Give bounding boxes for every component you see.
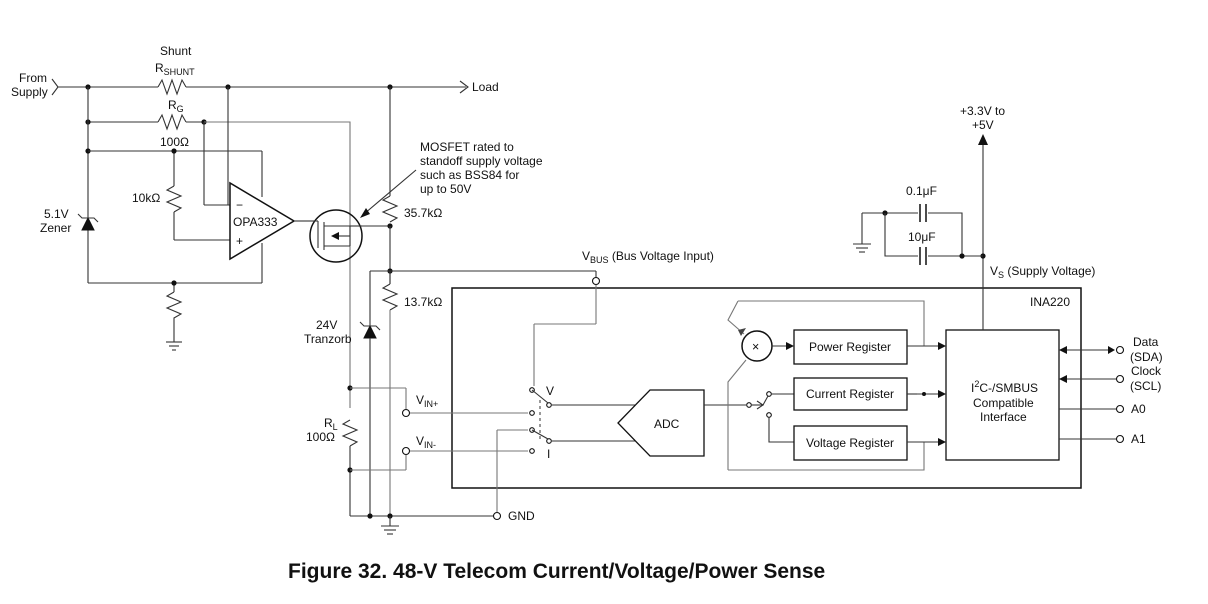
bottom-left-resistor bbox=[165, 291, 183, 342]
vbus-label: VBUS (Bus Voltage Input) bbox=[582, 249, 714, 265]
cap-large-label: 10μF bbox=[908, 230, 936, 244]
vs-label: VS (Supply Voltage) bbox=[990, 264, 1095, 280]
ina220-chip: INA220 V I ADC bbox=[410, 285, 1163, 512]
tranzorb-diode bbox=[363, 324, 377, 339]
tranzorb-label-2: Tranzorb bbox=[304, 332, 352, 346]
capacitor-10uf bbox=[919, 247, 927, 265]
chip-name: INA220 bbox=[1030, 295, 1070, 309]
supply-label-2: +5V bbox=[972, 118, 994, 132]
switch-i-label: I bbox=[547, 447, 550, 461]
from-supply-label-2: Supply bbox=[11, 85, 48, 99]
i2c-interface[interactable] bbox=[945, 329, 1060, 461]
mosfet-note-1: MOSFET rated to bbox=[420, 140, 514, 154]
mosfet-note-4: up to 50V bbox=[420, 182, 471, 196]
mosfet-symbol bbox=[308, 209, 363, 263]
r10k-label: 10kΩ bbox=[132, 191, 160, 205]
rl-value: 100Ω bbox=[306, 430, 335, 444]
load-label: Load bbox=[472, 80, 499, 94]
vin-minus-label: VIN- bbox=[416, 434, 436, 450]
rg-value: 100Ω bbox=[160, 135, 189, 149]
interface-label-1: I2C-/SMBUS bbox=[971, 379, 1038, 395]
rshunt-label: RSHUNT bbox=[155, 61, 195, 77]
adc-label: ADC bbox=[654, 417, 680, 431]
ground-symbol-caps bbox=[853, 213, 871, 253]
current-register[interactable] bbox=[793, 377, 908, 411]
data-label-1: Data bbox=[1133, 335, 1159, 349]
rg-resistor bbox=[157, 113, 187, 131]
interface-label-2: Compatible bbox=[973, 396, 1034, 410]
rshunt-resistor bbox=[157, 78, 187, 96]
r13k-resistor bbox=[381, 283, 399, 311]
clock-label-1: Clock bbox=[1131, 364, 1162, 378]
rl-resistor bbox=[341, 419, 359, 447]
power-register[interactable] bbox=[793, 329, 908, 365]
r13k-label: 13.7kΩ bbox=[404, 295, 442, 309]
r35k-label: 35.7kΩ bbox=[404, 206, 442, 220]
rl-label: RL bbox=[324, 416, 338, 432]
a0-label: A0 bbox=[1131, 402, 1146, 416]
from-supply-arrow bbox=[51, 78, 59, 96]
opamp-plus: + bbox=[236, 234, 243, 248]
rg-label: RG bbox=[168, 98, 184, 114]
a1-label: A1 bbox=[1131, 432, 1146, 446]
r10k-resistor bbox=[165, 185, 183, 213]
data-label-2: (SDA) bbox=[1130, 350, 1163, 364]
ina220-outline bbox=[451, 287, 1082, 489]
tranzorb-label-1: 24V bbox=[316, 318, 337, 332]
shunt-label: Shunt bbox=[160, 44, 192, 58]
clock-label-2: (SCL) bbox=[1130, 379, 1161, 393]
opamp-minus: − bbox=[236, 198, 243, 212]
supply-section: +3.3V to +5V 0.1μF 10μF VS (Supply Volta… bbox=[853, 104, 1095, 330]
supply-label-1: +3.3V to bbox=[960, 104, 1005, 118]
adc-block[interactable] bbox=[617, 389, 705, 457]
from-supply-label-1: From bbox=[19, 71, 47, 85]
voltage-register[interactable] bbox=[793, 425, 908, 461]
ground-symbol-left bbox=[166, 341, 182, 351]
mosfet-note-3: such as BSS84 for bbox=[420, 168, 519, 182]
input-mux-switch: V I bbox=[529, 384, 554, 461]
mosfet-note-2: standoff supply voltage bbox=[420, 154, 543, 168]
zener-label-2: Zener bbox=[40, 221, 71, 235]
cap-small-label: 0.1μF bbox=[906, 184, 937, 198]
r35k-resistor bbox=[381, 195, 399, 223]
ground-symbol-bottom bbox=[381, 516, 399, 535]
interface-label-3: Interface bbox=[980, 410, 1027, 424]
vin-plus-label: VIN+ bbox=[416, 393, 438, 409]
opamp-label: OPA333 bbox=[233, 215, 278, 229]
zener-diode bbox=[81, 216, 95, 231]
voltage-register-label: Voltage Register bbox=[806, 436, 894, 450]
current-register-label: Current Register bbox=[806, 387, 894, 401]
multiplier-label: × bbox=[752, 340, 759, 354]
zener-label-1: 5.1V bbox=[44, 207, 69, 221]
switch-v-label: V bbox=[546, 384, 554, 398]
power-register-label: Power Register bbox=[809, 340, 891, 354]
mosfet-note-pointer bbox=[363, 169, 417, 215]
gnd-label: GND bbox=[508, 509, 535, 523]
input-section: From Supply Shunt RSHUNT Load RG 100Ω bbox=[11, 44, 714, 535]
opamp-symbol bbox=[229, 181, 296, 261]
capacitor-0-1uf bbox=[919, 204, 927, 222]
figure-caption: Figure 32. 48-V Telecom Current/Voltage/… bbox=[288, 560, 825, 583]
load-arrow bbox=[459, 80, 469, 94]
